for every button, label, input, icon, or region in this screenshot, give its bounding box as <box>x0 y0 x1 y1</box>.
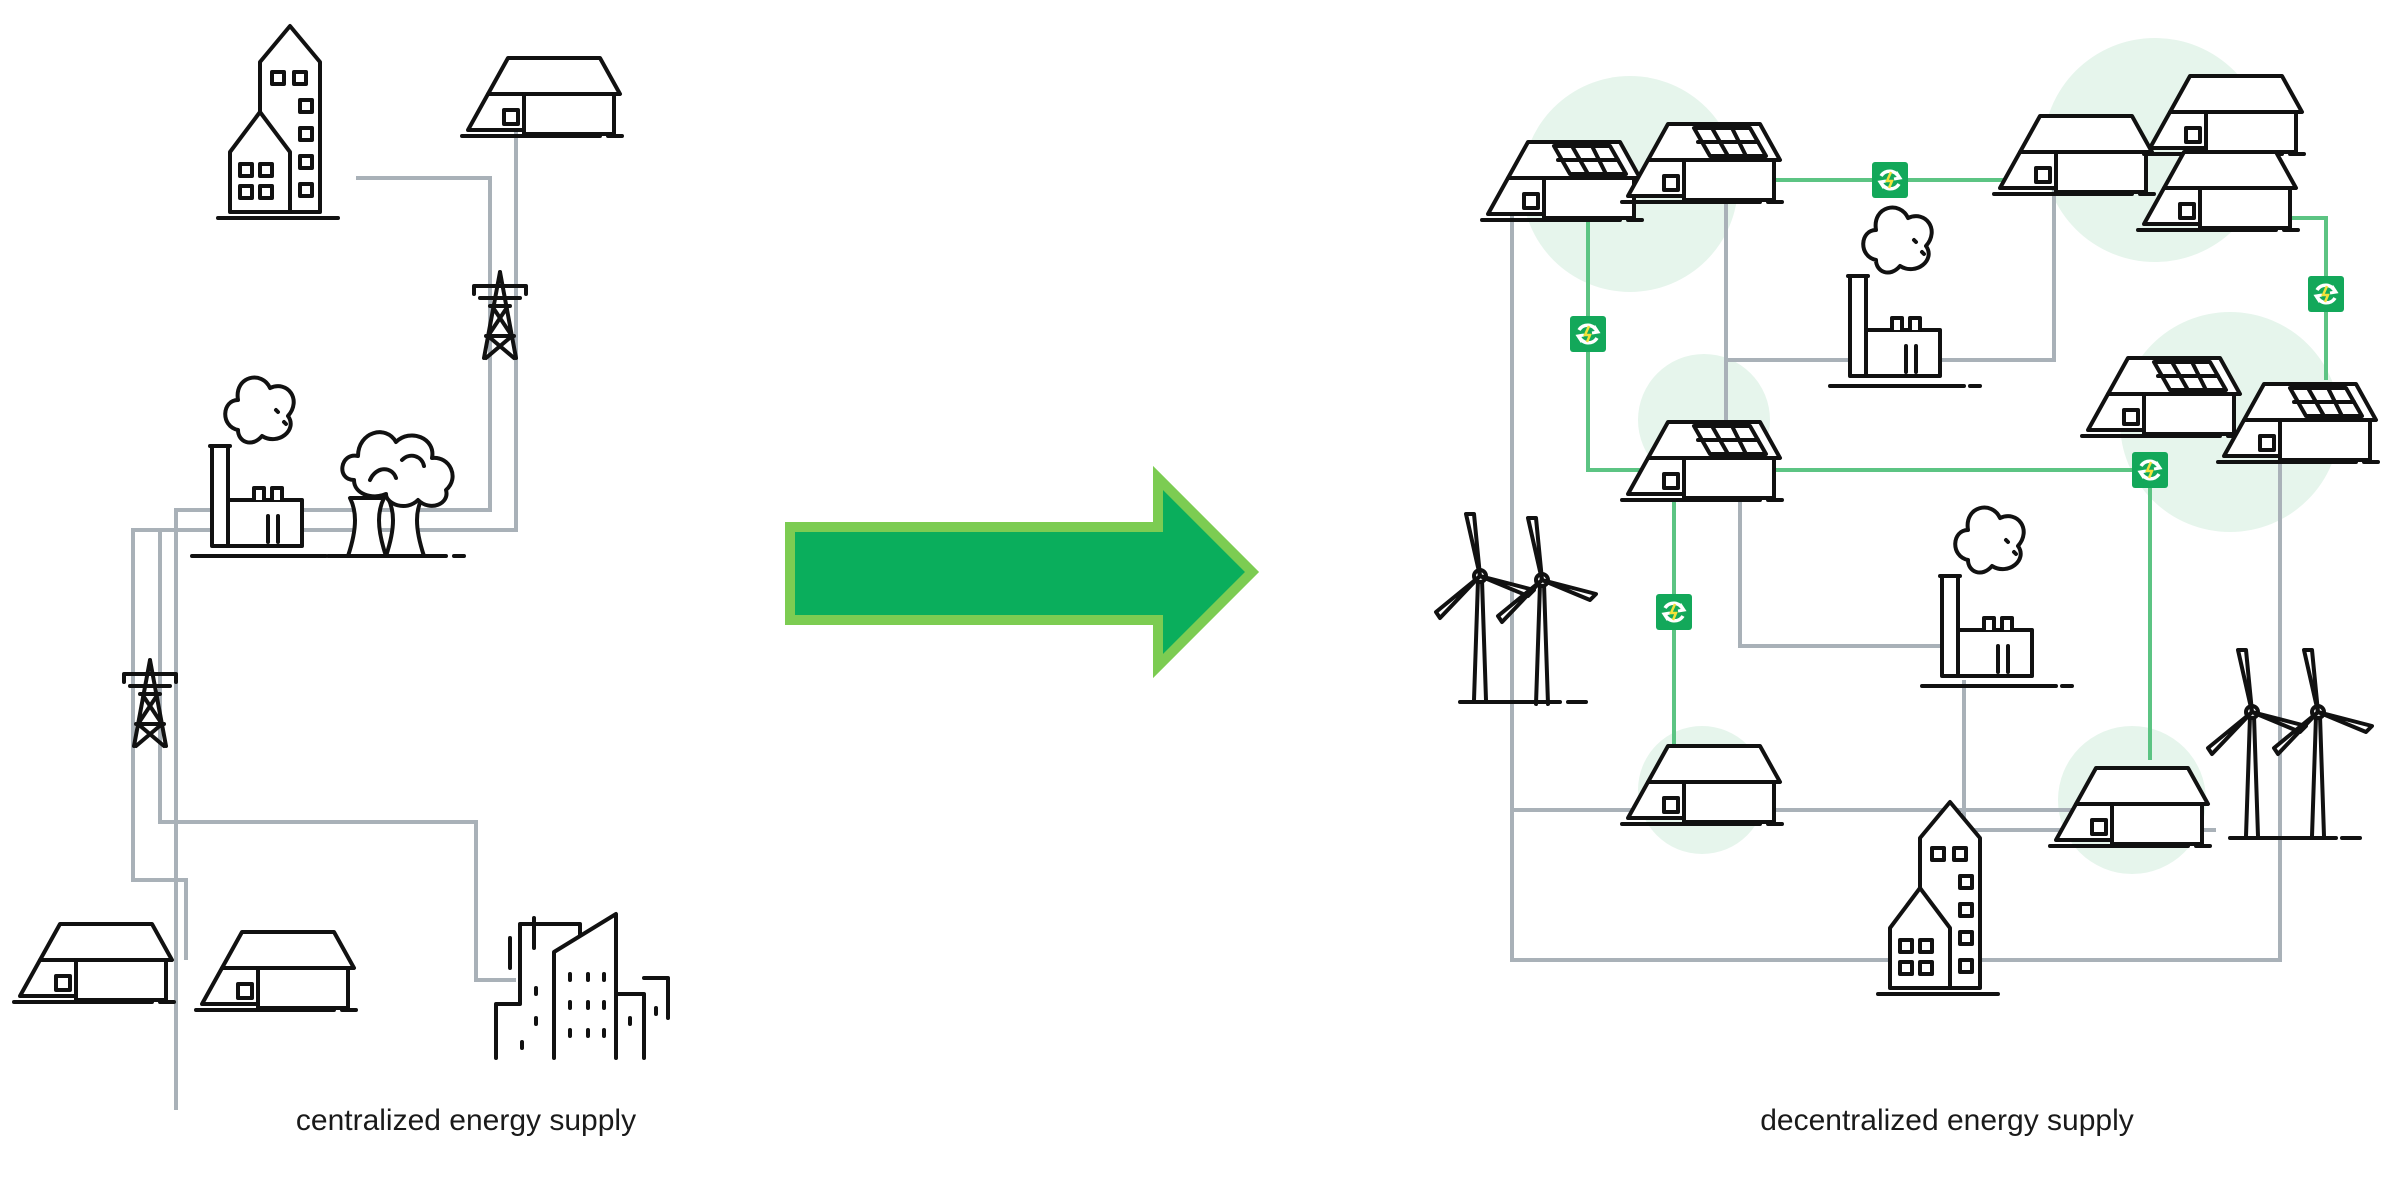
power-pylon-icon <box>472 270 528 360</box>
city-skyline-icon <box>494 912 670 1060</box>
solar-house-icon <box>2082 358 2242 436</box>
wind-turbine-icon <box>2206 648 2308 838</box>
apartment-building-icon <box>216 24 340 220</box>
house-icon <box>460 56 624 138</box>
cooling-tower-icon <box>326 430 466 558</box>
house-icon <box>1620 744 1784 826</box>
converter-icon <box>1654 592 1694 632</box>
converter-icon <box>2130 450 2170 490</box>
centralized-icons <box>12 24 670 1060</box>
house-icon <box>12 922 176 1004</box>
wind-turbine-icon <box>1434 512 1536 702</box>
solar-house-icon <box>1482 142 1642 220</box>
converter-icon <box>2306 274 2346 314</box>
decentralized-caption: decentralized energy supply <box>1760 1104 2134 1137</box>
converter-icon <box>1870 160 1910 200</box>
factory-icon <box>1920 505 2074 688</box>
converter-icon <box>1568 314 1608 354</box>
wind-turbine-icon <box>2272 648 2374 838</box>
transition-arrow <box>785 465 1260 679</box>
centralized-caption: centralized energy supply <box>295 1104 637 1137</box>
decentralized-icons <box>1434 74 2378 996</box>
house-icon <box>1992 114 2156 196</box>
house-icon <box>194 930 358 1012</box>
